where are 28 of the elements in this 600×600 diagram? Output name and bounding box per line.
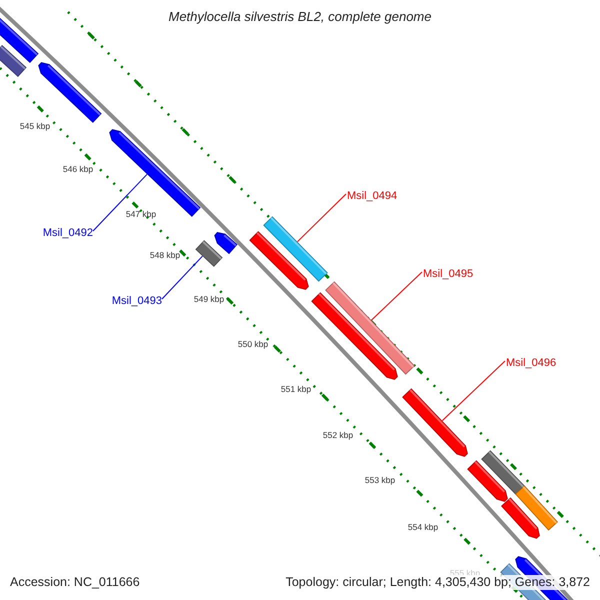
gene-label: Msil_0494 [347, 190, 398, 203]
gene-label: Msil_0493 [112, 295, 162, 308]
leader-line [92, 174, 148, 232]
position-label: 551 kbp [280, 384, 312, 394]
gene-block [402, 388, 468, 457]
gene-block [109, 129, 201, 217]
gene-block [325, 281, 415, 375]
position-label: 548 kbp [150, 250, 180, 260]
gene-label: Msil_0495 [423, 268, 474, 281]
accession-text: Accession: NC_011666 [8, 575, 142, 590]
leader-line [162, 256, 203, 300]
position-label: 552 kbp [322, 430, 354, 440]
position-label: 546 kbp [62, 164, 94, 174]
leader-line [442, 360, 506, 422]
genome-stats-text: Topology: circular; Length: 4,305,430 bp; Genes: 3,872 [284, 575, 592, 590]
position-label: 549 kbp [194, 294, 224, 304]
position-label: 547 kbp [126, 209, 156, 219]
gene-block [195, 240, 223, 267]
gene-label: Msil_0496 [506, 357, 556, 370]
position-label: 545 kbp [20, 121, 50, 131]
chart-title: Methylocella silvestris BL2, complete genome [167, 9, 432, 24]
leader-line [296, 194, 346, 242]
leader-line [370, 272, 422, 321]
gene-label: Msil_0492 [42, 227, 93, 240]
position-label: 554 kbp [408, 522, 438, 532]
position-label: 550 kbp [238, 339, 268, 349]
gene-block [263, 216, 328, 282]
position-label: 553 kbp [364, 475, 396, 485]
